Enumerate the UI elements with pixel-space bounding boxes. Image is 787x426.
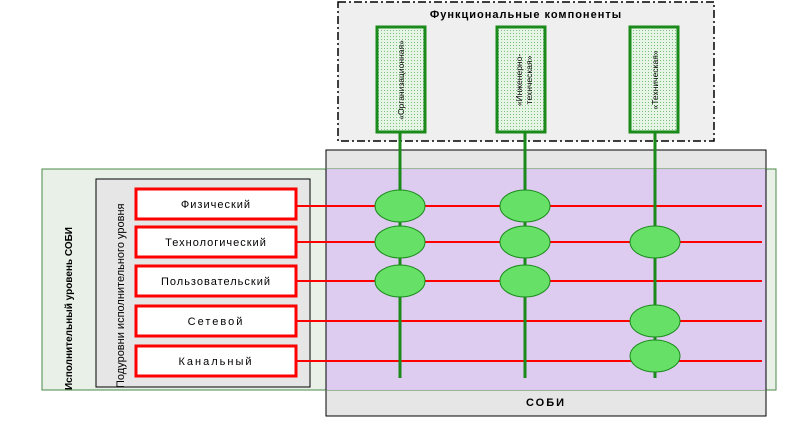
level-box-user: Пользовательский	[134, 264, 298, 298]
intersection-nodes	[374, 189, 681, 373]
sobi-label: СОБИ	[526, 397, 566, 409]
functional-components-title: Функциональные компоненты	[430, 9, 622, 21]
node-org-technological	[374, 225, 426, 259]
node-tech-channel	[629, 339, 681, 373]
level-label-physical: Физический	[181, 199, 251, 211]
node-tech-network	[629, 304, 681, 338]
node-eng-user	[499, 264, 551, 298]
node-org-user	[374, 264, 426, 298]
component-organizational-label: «Организационная»	[396, 40, 406, 120]
node-eng-technological	[499, 225, 551, 259]
component-technical-label: «Техническая»	[650, 50, 660, 109]
sublevels-label: Подуровни исполнительного уровня	[115, 203, 127, 388]
node-tech-technological	[629, 225, 681, 259]
level-label-user: Пользовательский	[161, 276, 271, 288]
executor-level-label: Исполнительный уровень СОБИ	[64, 227, 75, 390]
node-org-physical	[374, 189, 426, 223]
node-eng-physical	[499, 189, 551, 223]
component-technical: «Техническая»	[628, 25, 680, 134]
level-box-technological: Технологический	[134, 225, 298, 259]
level-box-channel: Канальный	[134, 344, 298, 378]
level-label-technological: Технологический	[165, 237, 267, 249]
level-box-physical: Физический	[134, 187, 298, 221]
level-label-channel: Канальный	[179, 356, 254, 368]
component-engineering: «Инженерно-технческая»	[495, 25, 547, 134]
level-label-network: Сетевой	[188, 316, 245, 328]
component-engineering-label: «Инженерно-технческая»	[514, 54, 534, 107]
component-organizational: «Организационная»	[375, 25, 427, 134]
level-box-network: Сетевой	[134, 304, 298, 338]
